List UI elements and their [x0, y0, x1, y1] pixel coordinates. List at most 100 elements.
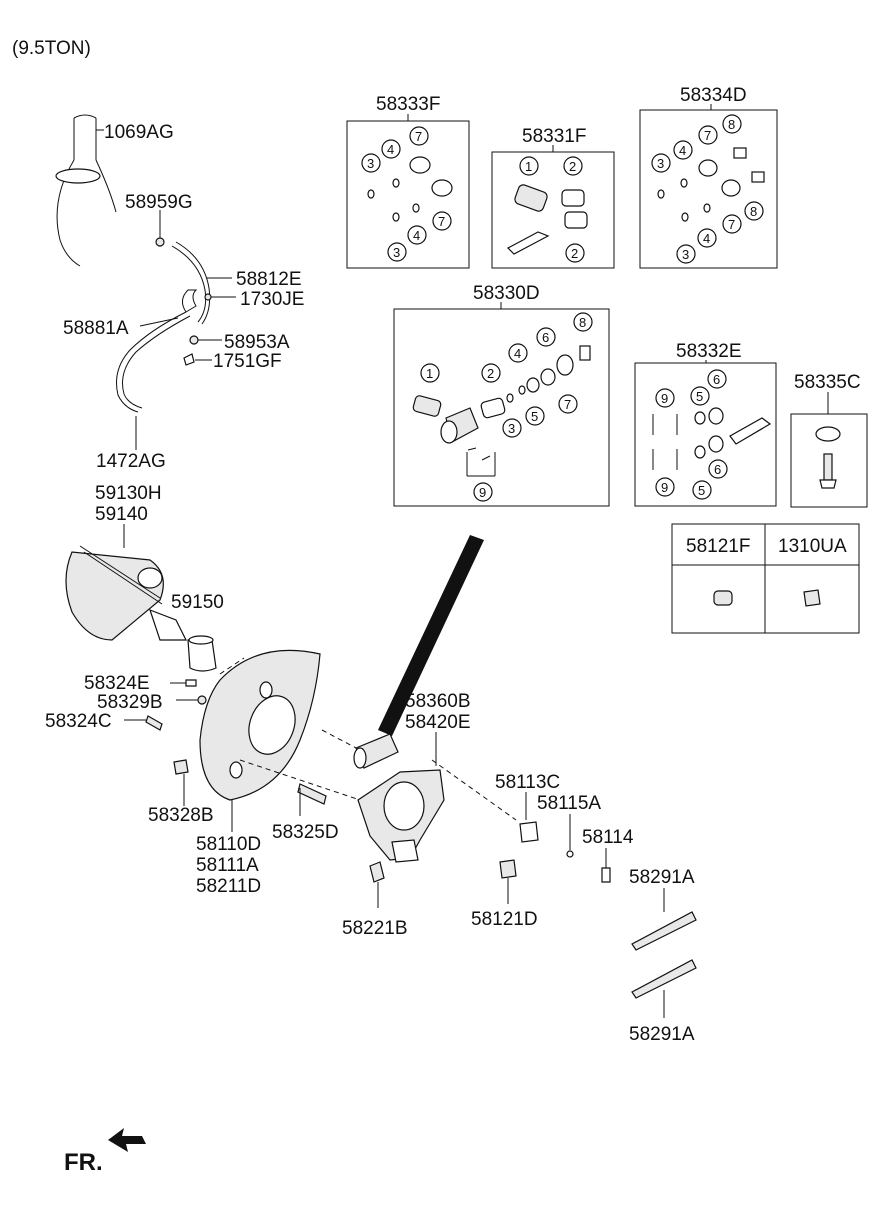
label-58331F: 58331F [522, 126, 586, 147]
bolt-58325D [297, 783, 327, 805]
callouts-58334D: 8 7 4 3 8 7 4 3 [651, 114, 764, 264]
label-58333F: 58333F [376, 94, 440, 115]
kit-box-58330D [393, 308, 610, 507]
kit-58333F-parts [367, 156, 453, 222]
label-58360B: 58360B [405, 691, 471, 712]
label-1730JE: 1730JE [240, 289, 304, 310]
variant-label: (9.5TON) [12, 38, 91, 59]
kit-58332E-parts [652, 407, 772, 470]
pin-58115A [566, 850, 574, 858]
svg-text:7: 7 [415, 129, 422, 144]
front-label: FR. [64, 1149, 103, 1176]
svg-text:6: 6 [713, 372, 720, 387]
brake-drum [65, 551, 164, 641]
fitting-58959G [155, 237, 165, 247]
pointer-arrow [378, 535, 484, 736]
kit-58334D: 58334D 8 7 4 3 8 7 4 3 [639, 85, 778, 269]
bolt-58324E [185, 679, 197, 687]
brake-hose-1472AG [116, 311, 187, 413]
spring-58291A-upper [631, 911, 697, 951]
label-58334D: 58334D [680, 85, 747, 106]
svg-text:9: 9 [661, 391, 668, 406]
label-59130H: 59130H [95, 483, 162, 504]
label-1472AG: 1472AG [96, 451, 166, 472]
brake-pipe-58812E [171, 245, 207, 323]
washer-58329B [197, 695, 207, 705]
label-58221B: 58221B [342, 918, 408, 939]
bushing-58221B [369, 861, 385, 883]
svg-text:8: 8 [750, 204, 757, 219]
brake-drum-group: 59130H 59140 59150 [65, 483, 224, 672]
svg-text:3: 3 [367, 156, 374, 171]
harness-bundle [73, 118, 97, 160]
callouts-58331F: 1 2 2 [519, 156, 585, 263]
label-58329B: 58329B [97, 692, 163, 713]
plug-58121D [499, 859, 517, 879]
svg-text:1: 1 [426, 366, 433, 381]
svg-text:7: 7 [438, 214, 445, 229]
label-58324E: 58324E [84, 673, 150, 694]
svg-text:9: 9 [661, 480, 668, 495]
label-59140: 59140 [95, 504, 148, 525]
svg-text:8: 8 [579, 315, 586, 330]
label-58325D: 58325D [272, 822, 339, 843]
pin-58114 [601, 867, 611, 883]
kit-box-58333F [346, 120, 470, 269]
svg-text:4: 4 [413, 228, 420, 243]
wheel-cylinder-parts [412, 345, 591, 477]
cap-1310UA [803, 589, 821, 607]
svg-text:3: 3 [657, 156, 664, 171]
clip-58328B [173, 759, 189, 775]
kit-58334D-parts [657, 147, 765, 222]
label-58332E: 58332E [676, 341, 742, 362]
backing-plate-group: 58324E 58329B 58324C 58328B 58110D 58111… [45, 649, 517, 897]
svg-text:2: 2 [571, 246, 578, 261]
harness-clamp [55, 168, 101, 184]
svg-text:1: 1 [525, 159, 532, 174]
label-58291A-top: 58291A [629, 867, 695, 888]
callouts-58332E: 9 5 6 9 6 5 [655, 369, 728, 500]
label-1069AG: 1069AG [104, 122, 174, 143]
label-58330D: 58330D [473, 283, 540, 304]
wheel-cylinder-assembly: 58360B 58420E 58221B [342, 535, 484, 939]
svg-text:6: 6 [542, 330, 549, 345]
callouts-58330D: 1 2 4 6 8 3 5 7 9 [420, 312, 593, 502]
label-58881A: 58881A [63, 318, 129, 339]
svg-text:3: 3 [393, 245, 400, 260]
spring-58291A-lower [631, 959, 697, 999]
kit-58333F: 58333F 7 4 3 7 4 3 [346, 94, 470, 269]
front-arrow-icon [108, 1128, 146, 1152]
svg-text:9: 9 [479, 485, 486, 500]
svg-text:4: 4 [514, 346, 521, 361]
label-58121D: 58121D [471, 909, 538, 930]
bracket-58881A [182, 289, 198, 313]
label-58115A: 58115A [537, 793, 601, 814]
label-58113C: 58113C [495, 772, 560, 793]
label-58111A: 58111A [196, 855, 259, 876]
label-58420E: 58420E [405, 712, 471, 733]
label-1751GF: 1751GF [213, 351, 282, 372]
callouts-58333F: 7 4 3 7 4 3 [361, 126, 452, 262]
label-58812E: 58812E [236, 269, 302, 290]
bleeder-screw [823, 453, 833, 481]
plug-58121F [713, 590, 733, 606]
label-58291A-bottom: 58291A [629, 1024, 695, 1045]
svg-text:7: 7 [564, 397, 571, 412]
label-58324C: 58324C [45, 711, 112, 732]
kit-table: 58121F 1310UA [671, 523, 860, 634]
label-58211D: 58211D [196, 876, 261, 897]
svg-text:4: 4 [387, 142, 394, 157]
clip-1730JE [204, 293, 212, 301]
kit-58330D: 58330D 1 2 4 6 8 3 5 7 [393, 283, 610, 507]
label-58959G: 58959G [125, 192, 193, 213]
svg-text:4: 4 [703, 231, 710, 246]
svg-text:3: 3 [508, 421, 515, 436]
kit-box-58332E [634, 362, 777, 507]
table-col-58121F: 58121F [686, 536, 750, 557]
label-58328B: 58328B [148, 805, 214, 826]
svg-text:5: 5 [531, 409, 538, 424]
svg-text:3: 3 [682, 247, 689, 262]
svg-text:4: 4 [679, 143, 686, 158]
kit-58335C: 58335C [790, 372, 868, 508]
